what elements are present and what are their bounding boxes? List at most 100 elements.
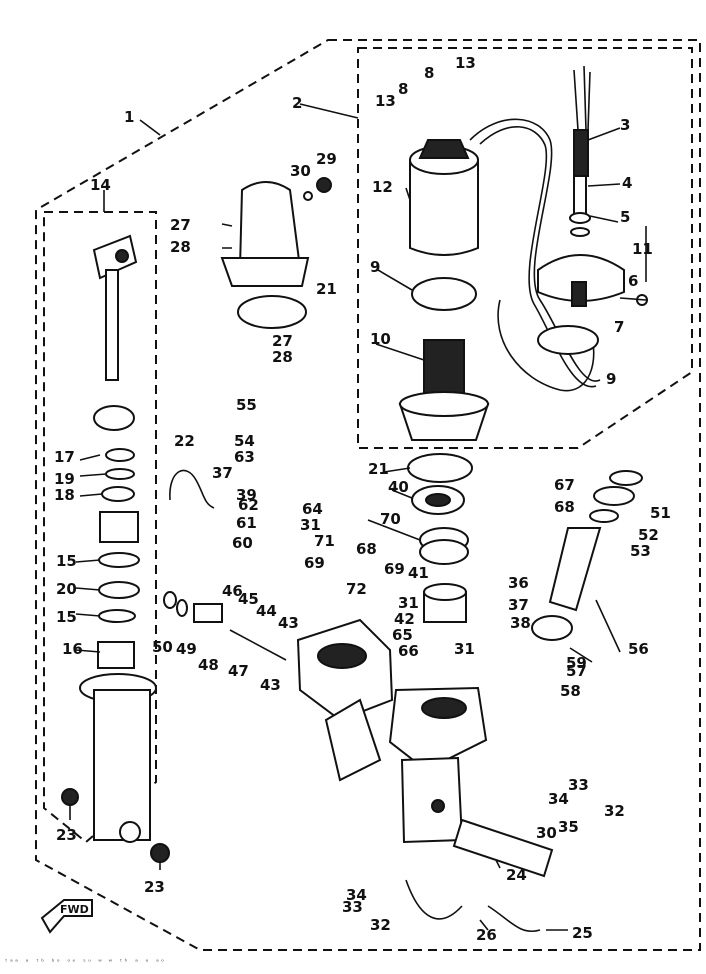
callout-43: 43: [278, 614, 299, 632]
callout-37: 37: [508, 596, 529, 614]
o-ring-21-lower: [407, 453, 473, 483]
callout-24: 24: [506, 866, 527, 884]
callout-60: 60: [232, 534, 253, 552]
callout-25: 25: [572, 924, 593, 942]
callout-8: 8: [398, 80, 408, 98]
callout-49: 49: [176, 640, 197, 658]
motor-cover-6-7: [537, 254, 625, 307]
o-ring-30: [303, 191, 313, 201]
callout-32: 32: [604, 802, 625, 820]
callout-10: 10: [370, 330, 391, 348]
callout-27: 27: [272, 332, 293, 350]
callout-9: 9: [606, 370, 616, 388]
callout-32: 32: [370, 916, 391, 934]
callout-68: 68: [356, 540, 377, 558]
callout-41: 41: [408, 564, 429, 582]
callout-48: 48: [198, 656, 219, 674]
callout-28: 28: [170, 238, 191, 256]
callout-16: 16: [62, 640, 83, 658]
callout-9: 9: [370, 258, 380, 276]
callout-26: 26: [476, 926, 497, 944]
pipe-57: [531, 527, 602, 641]
callout-61: 61: [236, 514, 257, 532]
callout-39: 39: [236, 486, 257, 504]
bearing-40: [411, 485, 465, 515]
seal-71: [419, 527, 469, 565]
bushing-23-left: [61, 788, 79, 806]
callout-18: 18: [54, 486, 75, 504]
callout-64: 64: [302, 500, 323, 518]
o-ring-9-upper: [411, 277, 477, 311]
callout-43: 43: [260, 676, 281, 694]
bushing-23-right: [150, 843, 170, 863]
callout-30: 30: [290, 162, 311, 180]
callout-36: 36: [508, 574, 529, 592]
callout-19: 19: [54, 470, 75, 488]
callout-15: 15: [56, 608, 77, 626]
callout-55: 55: [236, 396, 257, 414]
callout-62: 62: [238, 496, 259, 514]
piston-16-17-18: [93, 405, 140, 669]
plug-29: [316, 177, 332, 193]
callout-72: 72: [346, 580, 367, 598]
o-ring-21-upper: [237, 295, 307, 329]
callout-13: 13: [455, 54, 476, 72]
callout-34: 34: [548, 790, 569, 808]
callout-12: 12: [372, 178, 393, 196]
callout-57: 57: [566, 662, 587, 680]
callout-7: 7: [614, 318, 624, 336]
callout-6: 6: [628, 272, 638, 290]
callout-50: 50: [152, 638, 173, 656]
callout-69: 69: [304, 554, 325, 572]
callout-65: 65: [392, 626, 413, 644]
callout-59: 59: [566, 654, 587, 672]
callout-51: 51: [650, 504, 671, 522]
reservoir-cover: [220, 181, 310, 287]
callout-33: 33: [342, 898, 363, 916]
motor-assembly-2-border: [357, 47, 693, 449]
callout-38: 38: [510, 614, 531, 632]
callout-11: 11: [632, 240, 653, 258]
armature-10: [398, 339, 490, 441]
callout-37: 37: [212, 464, 233, 482]
valve-43-50: [163, 591, 287, 661]
callout-30: 30: [536, 824, 557, 842]
scan-footer-text: ᵗᵃᵃ ᵃ ᵗᵇ ᵇᵒ ᵒᵉ ˢᵘ ʷ ʷ ᵗʰ ᵃ ᵃ ᵃᵒ: [4, 958, 166, 966]
cap-51-52-53: [589, 470, 643, 523]
motor-yoke-12: [409, 139, 479, 256]
callout-58: 58: [560, 682, 581, 700]
callout-8: 8: [424, 64, 434, 82]
callout-4: 4: [622, 174, 632, 192]
callout-53: 53: [630, 542, 651, 560]
callout-70: 70: [380, 510, 401, 528]
callout-33: 33: [568, 776, 589, 794]
callout-2: 2: [292, 94, 302, 112]
gear-pump-42: [423, 583, 467, 623]
callout-67: 67: [554, 476, 575, 494]
forward-arrow-icon: FWD: [40, 899, 93, 934]
callout-63: 63: [234, 448, 255, 466]
callout-15: 15: [56, 552, 77, 570]
callout-22: 22: [174, 432, 195, 450]
manifold-housing: [296, 618, 488, 844]
callout-72: 72: [0, 0, 21, 4]
callout-71: 71: [314, 532, 335, 550]
callout-34: 34: [346, 886, 367, 904]
callout-66: 66: [398, 642, 419, 660]
callout-27: 27: [170, 216, 191, 234]
callout-40: 40: [388, 478, 409, 496]
callout-46: 46: [222, 582, 243, 600]
callout-45: 45: [238, 590, 259, 608]
callout-44: 44: [256, 602, 277, 620]
callout-21: 21: [316, 280, 337, 298]
callout-20: 20: [56, 580, 77, 598]
cable-grommet-3-4-5: [569, 65, 591, 237]
hydraulic-pipe-22: [169, 469, 215, 509]
callout-28: 28: [272, 348, 293, 366]
callout-54: 54: [234, 432, 255, 450]
hydraulic-pipes-25-26: [405, 879, 541, 933]
leader-lines: [69, 103, 647, 931]
callout-31: 31: [398, 594, 419, 612]
callout-29: 29: [316, 150, 337, 168]
